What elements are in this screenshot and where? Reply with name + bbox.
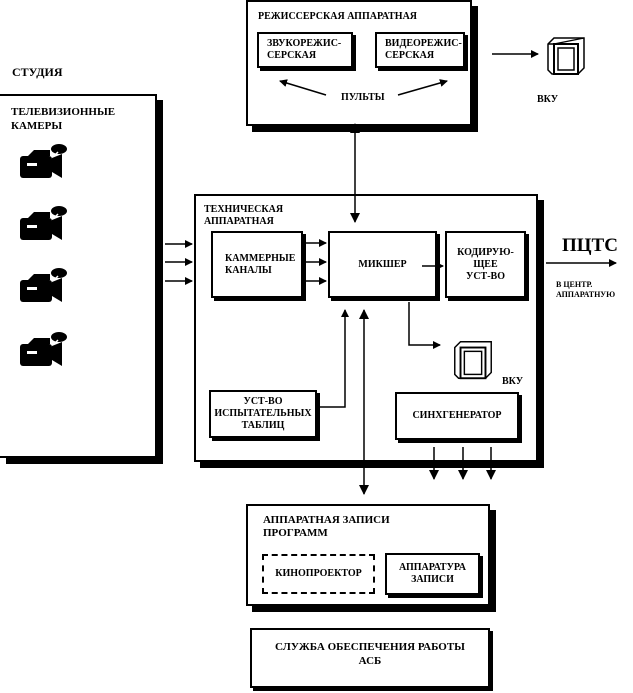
mixer-box: МИКШЕР bbox=[328, 231, 437, 298]
output-signal-label: ПЦТС bbox=[562, 235, 618, 256]
video-camera-icon bbox=[18, 142, 70, 182]
monitor-tech-label: ВКУ bbox=[502, 376, 524, 387]
mixer-label: МИКШЕР bbox=[358, 258, 407, 270]
video-director-label: ВИДЕОРЕЖИС- СЕРСКАЯ bbox=[385, 38, 462, 61]
control-room-title: РЕЖИССЕРСКАЯ АППАРАТНАЯ bbox=[258, 11, 418, 22]
video-camera-icon bbox=[18, 330, 70, 370]
consoles-label: ПУЛЬТЫ bbox=[341, 92, 385, 103]
test-pattern-label: УСТ-ВО ИСПЫТАТЕЛЬНЫХ ТАБЛИЦ bbox=[214, 396, 312, 431]
recording-room-title: АППАРАТНАЯ ЗАПИСИ ПРОГРАММ bbox=[263, 514, 390, 539]
monitor-icon bbox=[454, 341, 492, 380]
camera-channels-label: КАММЕРНЫЕ КАНАЛЫ bbox=[225, 252, 296, 276]
support-service-label: СЛУЖБА ОБЕСПЕЧЕНИЯ РАБОТЫ АСБ bbox=[274, 641, 465, 667]
monitor-top bbox=[540, 30, 600, 80]
monitor-tech bbox=[449, 336, 499, 386]
video-camera-icon bbox=[18, 266, 70, 306]
test-pattern-box: УСТ-ВО ИСПЫТАТЕЛЬНЫХ ТАБЛИЦ bbox=[209, 390, 317, 438]
film-projector-label: КИНОПРОЕКТОР bbox=[275, 568, 362, 579]
studio-title: СТУДИЯ bbox=[12, 65, 63, 79]
support-service-block: СЛУЖБА ОБЕСПЕЧЕНИЯ РАБОТЫ АСБ bbox=[250, 628, 490, 688]
video-director-box: ВИДЕОРЕЖИС- СЕРСКАЯ bbox=[375, 32, 465, 68]
video-camera-icon bbox=[18, 204, 70, 244]
camera-channels-box: КАММЕРНЫЕ КАНАЛЫ bbox=[211, 231, 303, 298]
studio-cameras-block: ТЕЛЕВИЗИОННЫЕ КАМЕРЫ bbox=[0, 94, 157, 458]
control-room-block: РЕЖИССЕРСКАЯ АППАРАТНАЯ ЗВУКОРЕЖИС- СЕРС… bbox=[246, 0, 472, 126]
cameras-title: ТЕЛЕВИЗИОННЫЕ КАМЕРЫ bbox=[11, 106, 116, 132]
monitor-icon bbox=[547, 37, 585, 75]
sync-generator-label: СИНХГЕНЕРАТОР bbox=[412, 410, 502, 421]
recording-equipment-box: АППАРАТУРА ЗАПИСИ bbox=[385, 553, 480, 595]
output-destination-label: В ЦЕНТР. АППАРАТНУЮ bbox=[556, 280, 616, 299]
recording-equipment-label: АППАРАТУРА ЗАПИСИ bbox=[399, 562, 466, 585]
monitor-top-label: ВКУ bbox=[537, 94, 559, 105]
film-projector-box: КИНОПРОЕКТОР bbox=[262, 554, 375, 594]
encoder-box: КОДИРУЮ- ЩЕЕ УСТ-ВО bbox=[445, 231, 526, 298]
encoder-label: КОДИРУЮ- ЩЕЕ УСТ-ВО bbox=[457, 246, 514, 282]
sync-generator-box: СИНХГЕНЕРАТОР bbox=[395, 392, 519, 440]
sound-director-box: ЗВУКОРЕЖИС- СЕРСКАЯ bbox=[257, 32, 353, 68]
tech-room-title: ТЕХНИЧЕСКАЯ АППАРАТНАЯ bbox=[204, 204, 284, 227]
sound-director-label: ЗВУКОРЕЖИС- СЕРСКАЯ bbox=[267, 38, 342, 61]
